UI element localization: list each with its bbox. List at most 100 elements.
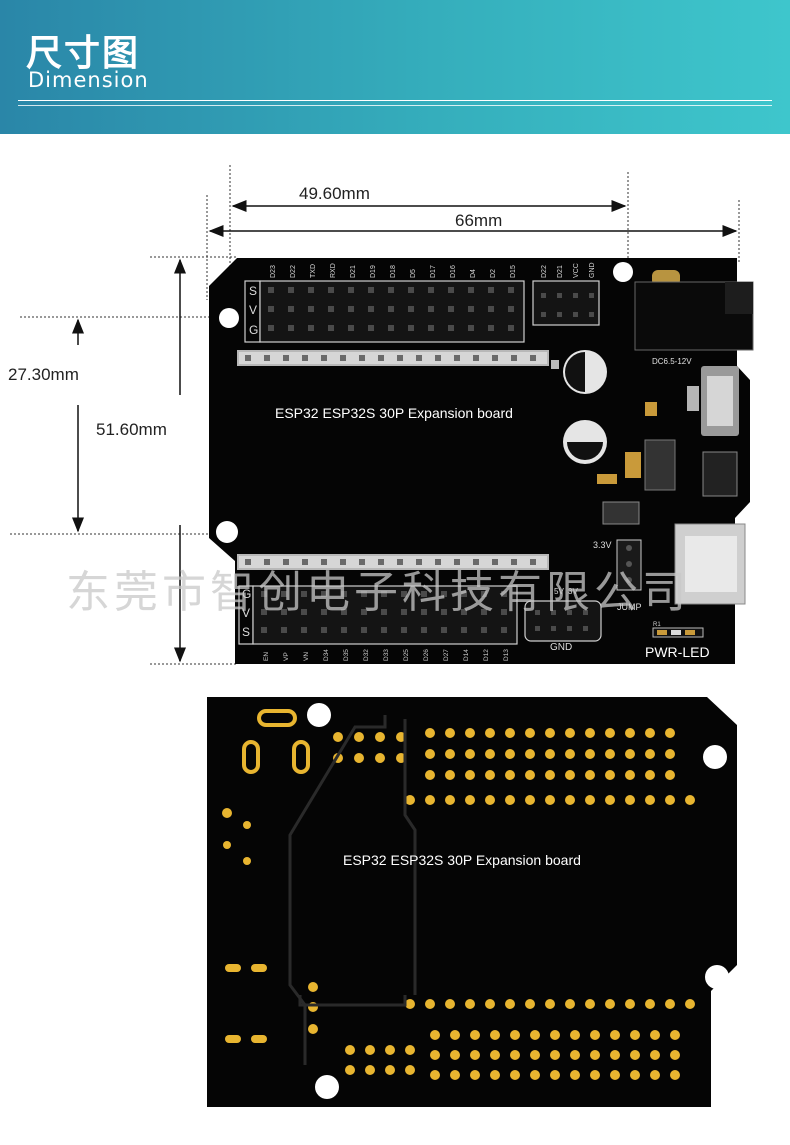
board-title-front: ESP32 ESP32S 30P Expansion board — [275, 405, 513, 421]
pad — [590, 1070, 600, 1080]
pad — [425, 770, 435, 780]
header-bottom-label: D33 — [383, 649, 390, 661]
pin-pad — [468, 306, 474, 312]
pin-pad — [378, 355, 384, 361]
pin-pad — [488, 306, 494, 312]
pad — [630, 1050, 640, 1060]
pad — [251, 964, 267, 972]
pad — [565, 770, 575, 780]
pad — [545, 999, 555, 1009]
pad — [225, 964, 241, 972]
pad — [605, 770, 615, 780]
pad — [354, 753, 364, 763]
pin-pad — [461, 609, 467, 615]
pad — [225, 1035, 241, 1043]
header-top-label: D19 — [370, 265, 377, 278]
pin-pad — [421, 609, 427, 615]
pin-pad — [454, 355, 460, 361]
pin-pad — [381, 609, 387, 615]
pad — [590, 1050, 600, 1060]
pad — [485, 795, 495, 805]
header-bottom-label: VN — [303, 652, 310, 661]
dimension-width-inner: 49.60mm — [299, 184, 370, 203]
pin-pad — [416, 355, 422, 361]
pad — [550, 1030, 560, 1040]
pin-pad — [441, 591, 447, 597]
pad — [570, 1070, 580, 1080]
pin-pad — [264, 355, 270, 361]
pad — [665, 999, 675, 1009]
pad — [251, 1035, 267, 1043]
pad — [308, 1024, 318, 1034]
pad — [365, 1065, 375, 1075]
header-top-label: D15 — [510, 265, 517, 278]
pin-pad — [381, 627, 387, 633]
page-title: 尺寸图 — [26, 33, 141, 74]
dc-label: DC6.5-12V — [652, 357, 692, 366]
pin-pad — [261, 609, 267, 615]
pad — [645, 728, 655, 738]
pad — [585, 770, 595, 780]
header-top-label: D23 — [270, 265, 277, 278]
row-letter-bottom-v: V — [242, 606, 250, 620]
pin-pad — [321, 355, 327, 361]
pad — [650, 1030, 660, 1040]
pin-pad — [408, 287, 414, 293]
pin-pad — [448, 287, 454, 293]
pad — [505, 795, 515, 805]
v33-label: 3.3V — [593, 540, 612, 550]
pin-pad — [557, 312, 562, 317]
pad — [530, 1070, 540, 1080]
pin-pad — [461, 591, 467, 597]
pad — [670, 1070, 680, 1080]
pad — [625, 749, 635, 759]
pad — [450, 1070, 460, 1080]
side-top-label: GND — [589, 262, 596, 278]
pin-pad — [340, 559, 346, 565]
row-letter-top-v: V — [249, 303, 257, 317]
pad — [365, 1045, 375, 1055]
pad — [465, 749, 475, 759]
pad — [605, 728, 615, 738]
pad — [243, 821, 251, 829]
pin-pad — [541, 293, 546, 298]
pin-pad — [308, 306, 314, 312]
pad — [470, 1050, 480, 1060]
pad — [445, 770, 455, 780]
pad — [470, 1070, 480, 1080]
pin-pad — [401, 627, 407, 633]
pad — [430, 1050, 440, 1060]
pad — [222, 808, 232, 818]
pin-pad — [328, 287, 334, 293]
pin-pad — [397, 355, 403, 361]
pad — [565, 749, 575, 759]
pin-pad — [341, 609, 347, 615]
pin-pad — [388, 287, 394, 293]
pad — [505, 999, 515, 1009]
pad — [645, 795, 655, 805]
pad — [625, 999, 635, 1009]
pin-pad — [368, 287, 374, 293]
pin-pad — [301, 591, 307, 597]
pin-pad — [288, 306, 294, 312]
pin-pad — [348, 287, 354, 293]
pad — [625, 728, 635, 738]
pin-pad — [301, 627, 307, 633]
pad — [465, 999, 475, 1009]
pad — [565, 795, 575, 805]
pad — [450, 1030, 460, 1040]
pad — [445, 999, 455, 1009]
pin-pad — [441, 627, 447, 633]
pad — [525, 999, 535, 1009]
pad — [565, 999, 575, 1009]
pin-pad — [348, 325, 354, 331]
pin-pad — [501, 591, 507, 597]
pin-pad — [261, 591, 267, 597]
side-top-label: VCC — [573, 263, 580, 278]
pad — [485, 770, 495, 780]
pad — [485, 999, 495, 1009]
header-top-label: D16 — [450, 265, 457, 278]
pin-pad — [473, 355, 479, 361]
pad — [665, 795, 675, 805]
pad — [405, 1065, 415, 1075]
